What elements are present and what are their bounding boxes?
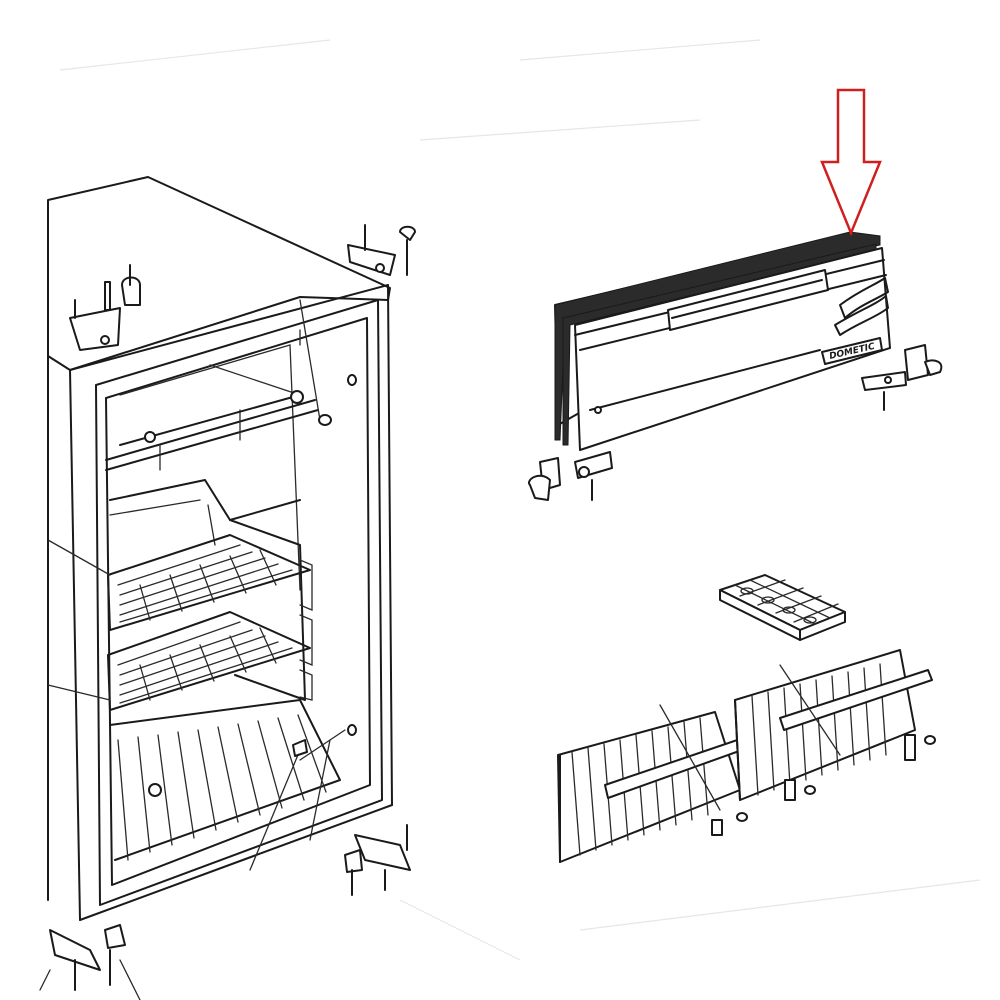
door-bin-rear [734,649,936,801]
indicator-arrow [820,88,882,237]
ice-cube-tray [719,574,846,641]
wire-shelf-lower [107,611,311,711]
upper-hinge-right [347,224,416,276]
upper-hinge-left [69,264,141,351]
door-hinge-left [528,451,613,501]
cabinet-floor [109,699,341,861]
lower-hinge-right [344,824,411,896]
fridge-cabinet [47,176,393,921]
freezer-compartment [105,364,319,471]
shelf-supports [229,519,313,701]
background-ghost-lines [59,39,981,961]
lower-hinge-left [39,924,141,1000]
door-hinge-right [861,344,943,411]
door-bin-front [557,704,757,863]
freezer-door: DOMETIC [554,231,891,451]
wire-shelf-upper [107,534,311,631]
